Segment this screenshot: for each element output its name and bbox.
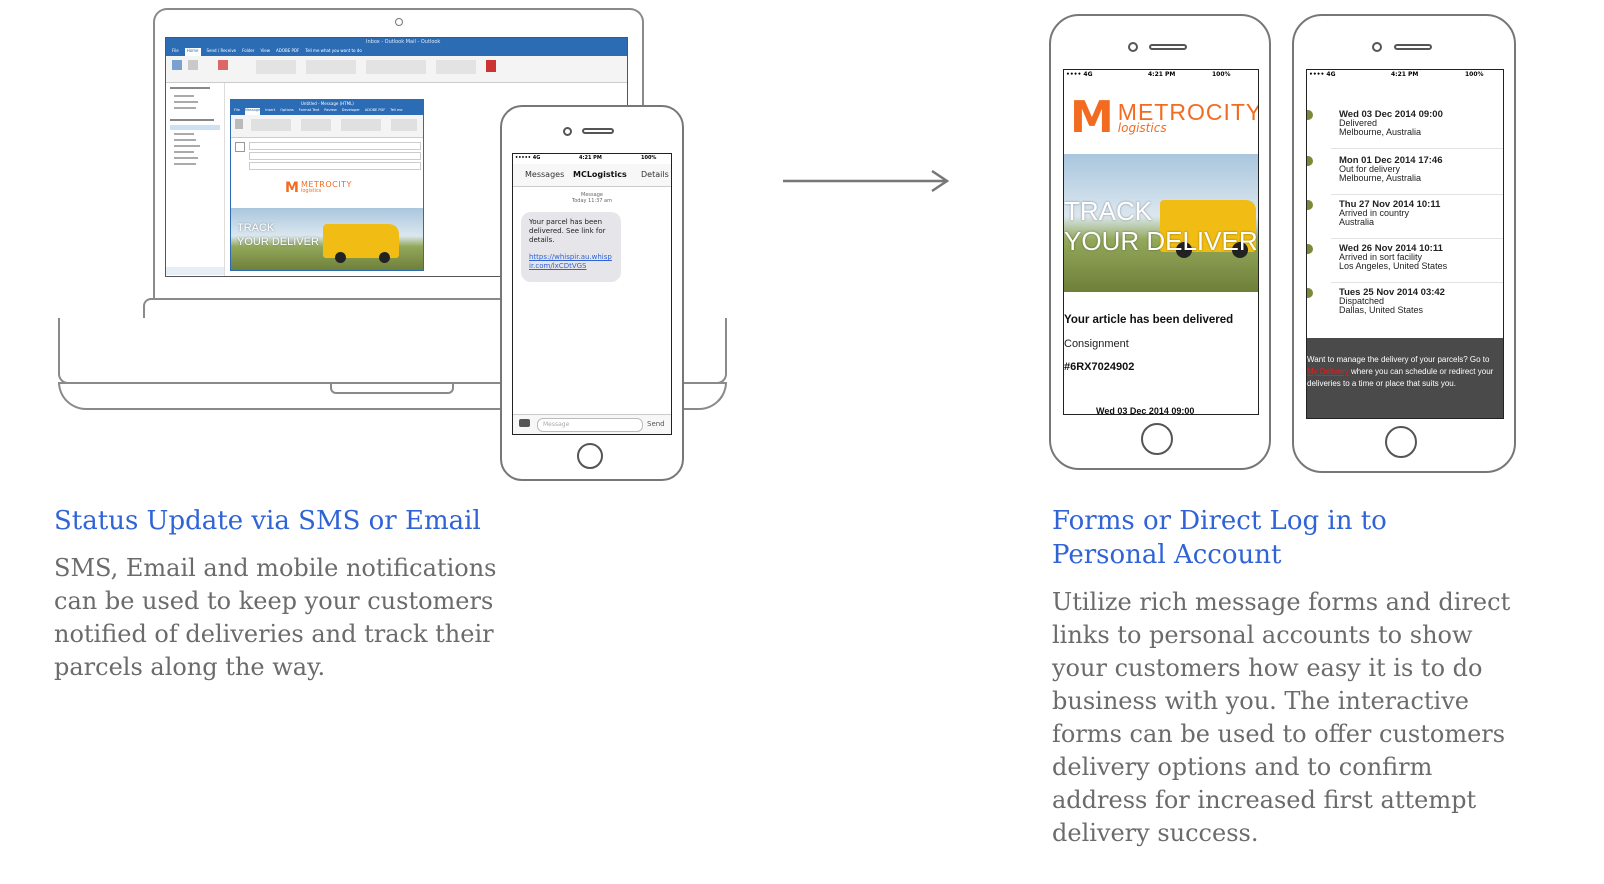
email-logo: M METROCITY logistics <box>285 180 352 196</box>
compose-window: Untitled - Message (HTML) File Message I… <box>230 99 424 271</box>
status-bar: •••• 4G 4:21 PM 100% <box>1307 70 1503 79</box>
home-button[interactable] <box>577 443 603 469</box>
compose-tab[interactable]: Message <box>244 108 261 115</box>
tracking-phone: •••• 4G 4:21 PM 100% Wed 03 Dec 2014 09:… <box>1292 14 1516 473</box>
camera-icon[interactable] <box>519 419 530 427</box>
status-bar: ••••• 4G 4:21 PM 100% <box>513 154 671 163</box>
send-button[interactable]: Send <box>647 420 665 428</box>
compose-tab[interactable]: Review <box>324 108 337 112</box>
message-input[interactable]: Message <box>537 418 643 432</box>
contact-name: MCLogistics <box>573 170 627 179</box>
compose-tabs: File Message Insert Options Format Text … <box>231 108 423 115</box>
sms-input-bar: Message Send <box>513 414 671 434</box>
back-button[interactable]: Messages <box>525 170 565 179</box>
home-button[interactable] <box>1141 423 1173 455</box>
outlook-title: Inbox - Outlook Mail - Outlook <box>366 39 441 45</box>
compose-header-fields <box>231 138 423 172</box>
sms-nav-bar: Messages MCLogistics Details <box>513 164 671 187</box>
outlook-tab[interactable]: Home <box>184 48 201 56</box>
outlook-ribbon <box>166 56 627 83</box>
outlook-titlebar: Inbox - Outlook Mail - Outlook <box>166 38 627 48</box>
compose-title: Untitled - Message (HTML) <box>301 101 354 106</box>
outlook-tab[interactable]: Send / Receive <box>206 48 237 53</box>
outlook-tab[interactable]: File <box>172 48 179 53</box>
status-bar: •••• 4G 4:21 PM 100% <box>1064 70 1258 79</box>
message-meta: Message Today 11:37 am <box>572 192 612 204</box>
outlook-tabs: File Home Send / Receive Folder View ADO… <box>166 48 627 56</box>
delivery-date: Wed 03 Dec 2014 09:00 <box>1096 406 1195 415</box>
delivered-title: Your article has been delivered <box>1064 314 1234 326</box>
compose-tab[interactable]: Insert <box>265 108 276 112</box>
outlook-tab[interactable]: ADOBE PDF <box>276 48 300 53</box>
hero-image: TRACK YOUR DELIVER <box>1064 154 1258 292</box>
tracking-screen: •••• 4G 4:21 PM 100% Wed 03 Dec 2014 09:… <box>1306 69 1504 419</box>
sms-bubble: Your parcel has been delivered. See link… <box>521 212 621 282</box>
compose-tab[interactable]: Format Text <box>298 108 320 112</box>
outlook-tab[interactable]: Folder <box>242 48 255 53</box>
sms-link[interactable]: https://whispir.au.whispir.com/lxCDtVGS <box>529 253 612 270</box>
forms-heading: Forms or Direct Log in to Personal Accou… <box>1052 506 1387 570</box>
compose-tab[interactable]: Tell me <box>390 108 403 112</box>
compose-tab[interactable]: Developer <box>341 108 360 112</box>
details-button[interactable]: Details <box>641 170 669 179</box>
home-button[interactable] <box>1385 426 1417 458</box>
outlook-tab[interactable]: Tell me what you want to do <box>305 48 362 53</box>
outlook-folder-pane <box>166 83 225 276</box>
sms-phone: ••••• 4G 4:21 PM 100% Messages MCLogisti… <box>500 105 684 481</box>
sms-bubble-text: Your parcel has been delivered. See link… <box>529 218 606 244</box>
arrow-right-icon <box>783 170 950 193</box>
laptop-screen: Inbox - Outlook Mail - Outlook File Home… <box>165 37 628 277</box>
brand-logo: M METROCITY logistics <box>1070 92 1259 143</box>
compose-tab[interactable]: Options <box>280 108 294 112</box>
laptop-trackpad-notch <box>330 382 454 394</box>
sms-email-heading: Status Update via SMS or Email <box>54 506 481 536</box>
compose-tab[interactable]: File <box>234 108 240 112</box>
sms-screen: ••••• 4G 4:21 PM 100% Messages MCLogisti… <box>512 153 672 435</box>
form-screen: •••• 4G 4:21 PM 100% M METROCITY logisti… <box>1063 69 1259 415</box>
form-phone: •••• 4G 4:21 PM 100% M METROCITY logisti… <box>1049 14 1271 470</box>
email-hero-image: TRACK YOUR DELIVER <box>231 208 423 270</box>
compose-titlebar: Untitled - Message (HTML) <box>231 100 423 108</box>
compose-ribbon <box>231 115 423 138</box>
laptop-camera <box>395 18 403 26</box>
forms-description: Utilize rich message forms and direct li… <box>1052 588 1511 847</box>
sms-email-description: SMS, Email and mobile notifications can … <box>54 554 497 681</box>
consignment-number: #6RX7024902 <box>1064 361 1135 373</box>
compose-tab[interactable]: ADOBE PDF <box>364 108 386 112</box>
outlook-tab[interactable]: View <box>260 48 271 53</box>
my-delivery-link[interactable]: My Delivery <box>1307 367 1349 376</box>
manage-delivery-banner: Want to manage the delivery of your parc… <box>1307 338 1503 418</box>
consignment-label: Consignment <box>1064 338 1129 350</box>
